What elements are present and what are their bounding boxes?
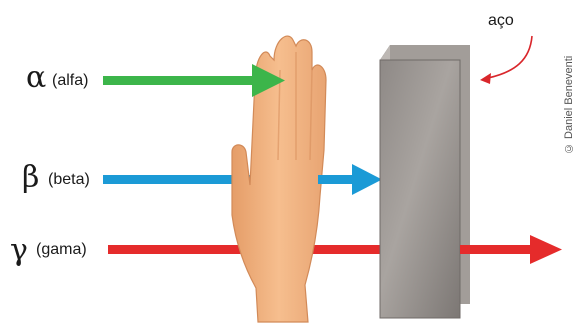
alpha-ray-arrow (103, 64, 285, 97)
beta-name: (beta) (48, 172, 90, 188)
steel-label-pointer (480, 36, 532, 84)
gamma-symbol: γ (10, 236, 28, 266)
alpha-symbol: α (26, 63, 46, 93)
beta-symbol: β (22, 163, 39, 193)
steel-label: aço (488, 12, 514, 30)
alpha-name: (alfa) (52, 73, 88, 89)
photo-credit: © Daniel Beneventi (563, 4, 577, 154)
gamma-ray-exit-segment (460, 245, 532, 254)
gamma-name: (gama) (36, 242, 87, 258)
beta-ray-exit-segment (318, 175, 356, 184)
steel-plate (380, 45, 470, 318)
